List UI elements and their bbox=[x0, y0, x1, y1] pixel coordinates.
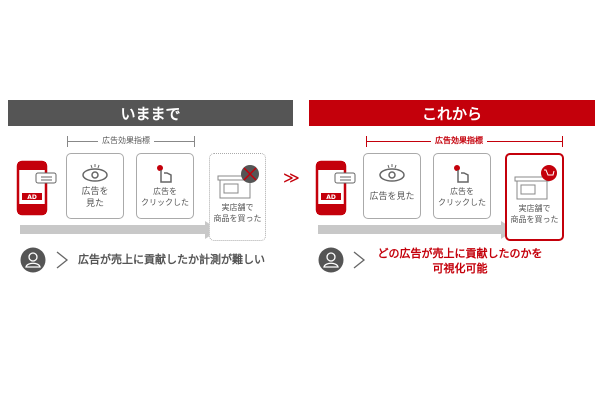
step-label: 実店舗で 商品を買った bbox=[510, 204, 559, 224]
after-header: これから bbox=[309, 100, 595, 126]
step-clicked-ad: 広告を クリックした bbox=[136, 153, 194, 219]
step-clicked-ad: 広告を クリックした bbox=[433, 153, 491, 219]
chevron-right-icon bbox=[353, 251, 366, 269]
person-icon bbox=[20, 247, 46, 273]
step-label: 広告を 見た bbox=[81, 187, 109, 209]
flow-arrow bbox=[318, 225, 501, 234]
svg-text:AD: AD bbox=[326, 194, 336, 201]
step-label: 広告を クリックした bbox=[438, 187, 486, 207]
step-label: 広告を クリックした bbox=[141, 187, 189, 207]
flow-arrow bbox=[20, 225, 205, 234]
step-label: 実店舗で 商品を買った bbox=[213, 203, 262, 223]
person-icon bbox=[318, 247, 344, 273]
before-conclusion: 広告が売上に貢献したか計測が難しい bbox=[78, 253, 265, 266]
after-conclusion: どの広告が売上に貢献したのかを 可視化可能 bbox=[370, 246, 550, 276]
conclusion-line-1: どの広告が売上に貢献したのかを bbox=[377, 247, 543, 260]
step-label: 広告を見た bbox=[369, 192, 415, 202]
step-bought-in-store: 実店舗で 商品を買った bbox=[505, 153, 564, 241]
metric-label: 広告効果指標 bbox=[98, 135, 154, 146]
chevron-right-icon bbox=[56, 251, 69, 269]
conclusion-line-2: 可視化可能 bbox=[432, 262, 488, 275]
step-saw-ad: 広告を見た bbox=[363, 153, 421, 219]
hand-click-icon bbox=[157, 165, 172, 183]
step-bought-in-store: 実店舗で 商品を買った bbox=[209, 153, 266, 241]
store-crossed-icon bbox=[217, 165, 259, 199]
smartphone-ad-icon: AD bbox=[315, 160, 356, 216]
transition-arrow: ≫ bbox=[283, 168, 300, 187]
svg-text:AD: AD bbox=[27, 194, 37, 201]
store-cart-icon bbox=[514, 165, 557, 200]
smartphone-ad-icon: AD bbox=[16, 160, 57, 216]
step-saw-ad: 広告を 見た bbox=[66, 153, 124, 219]
before-header: いままで bbox=[8, 100, 293, 126]
hand-click-icon bbox=[454, 165, 469, 183]
metric-label: 広告効果指標 bbox=[431, 135, 487, 146]
eye-icon bbox=[82, 164, 108, 182]
eye-icon bbox=[379, 164, 405, 182]
